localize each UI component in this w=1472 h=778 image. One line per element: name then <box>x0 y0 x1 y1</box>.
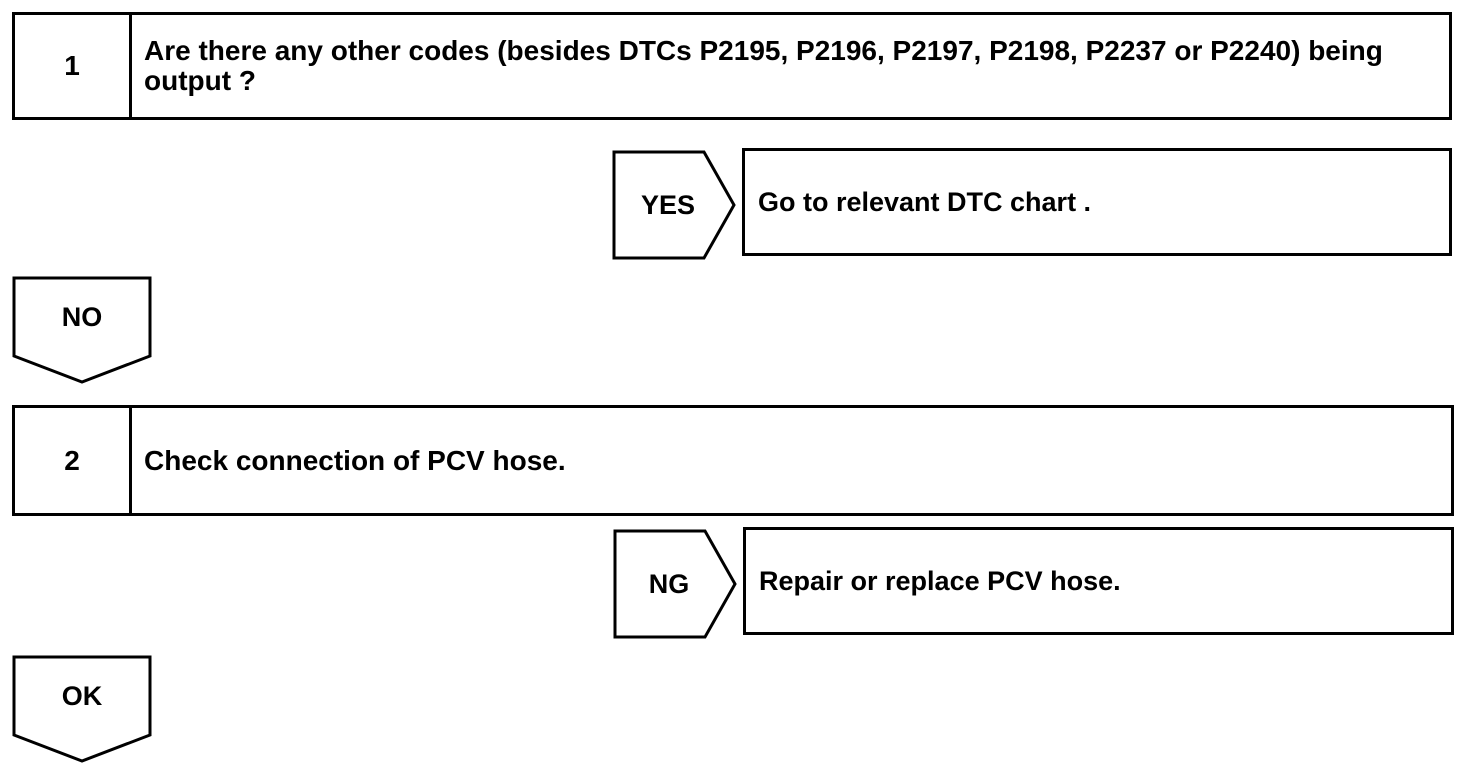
step-2-number: 2 <box>15 408 132 513</box>
yes-arrow-icon <box>612 150 736 260</box>
step-2-question: Check connection of PCV hose. <box>144 444 566 476</box>
ok-continue-label: OK <box>61 680 103 711</box>
step-1-number: 1 <box>15 15 132 117</box>
no-continue-label: NO <box>61 301 103 332</box>
ng-branch-label: NG <box>648 568 690 599</box>
step-2-box: 2 Check connection of PCV hose. <box>12 405 1454 516</box>
no-arrow-icon <box>12 276 152 384</box>
ng-arrow-icon <box>613 529 737 639</box>
step-1-yes-result: Go to relevant DTC chart . <box>742 148 1452 256</box>
step-1-box: 1 Are there any other codes (besides DTC… <box>12 12 1452 120</box>
ok-arrow-icon <box>12 655 152 763</box>
step-1-question: Are there any other codes (besides DTCs … <box>144 35 1383 96</box>
step-2-ng-result: Repair or replace PCV hose. <box>743 527 1454 635</box>
yes-branch-label: YES <box>640 189 696 220</box>
